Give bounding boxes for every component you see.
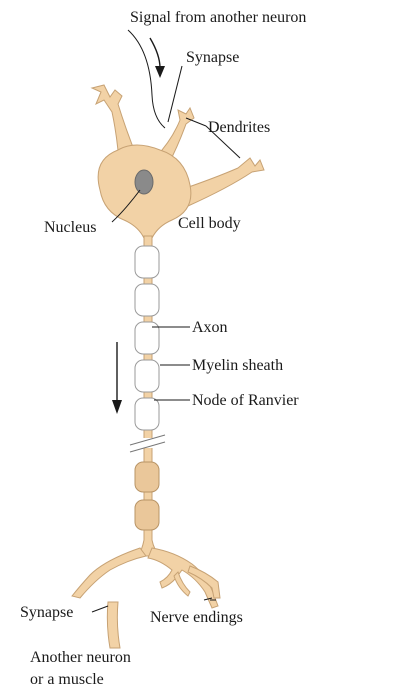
label-dendrites: Dendrites bbox=[208, 119, 270, 136]
label-myelin-sheath: Myelin sheath bbox=[192, 357, 283, 374]
myelin-segments-upper bbox=[135, 246, 159, 430]
label-synapse-top: Synapse bbox=[186, 49, 239, 66]
label-node-of-ranvier: Node of Ranvier bbox=[192, 392, 299, 409]
label-target-line1: Another neuron bbox=[30, 649, 131, 666]
label-signal: Signal from another neuron bbox=[130, 9, 306, 26]
label-axon: Axon bbox=[192, 319, 228, 336]
axon-terminals bbox=[72, 548, 220, 608]
signal-arrow bbox=[150, 38, 165, 78]
nucleus-shape bbox=[135, 170, 153, 194]
label-synapse-bottom: Synapse bbox=[20, 604, 73, 621]
label-target-line2: or a muscle bbox=[30, 671, 104, 688]
propagation-arrow bbox=[112, 342, 122, 414]
label-nucleus: Nucleus bbox=[44, 219, 96, 236]
target-neuron bbox=[107, 602, 120, 648]
label-nerve-endings: Nerve endings bbox=[150, 609, 243, 626]
incoming-fiber bbox=[128, 30, 165, 128]
label-cell-body: Cell body bbox=[178, 215, 241, 232]
